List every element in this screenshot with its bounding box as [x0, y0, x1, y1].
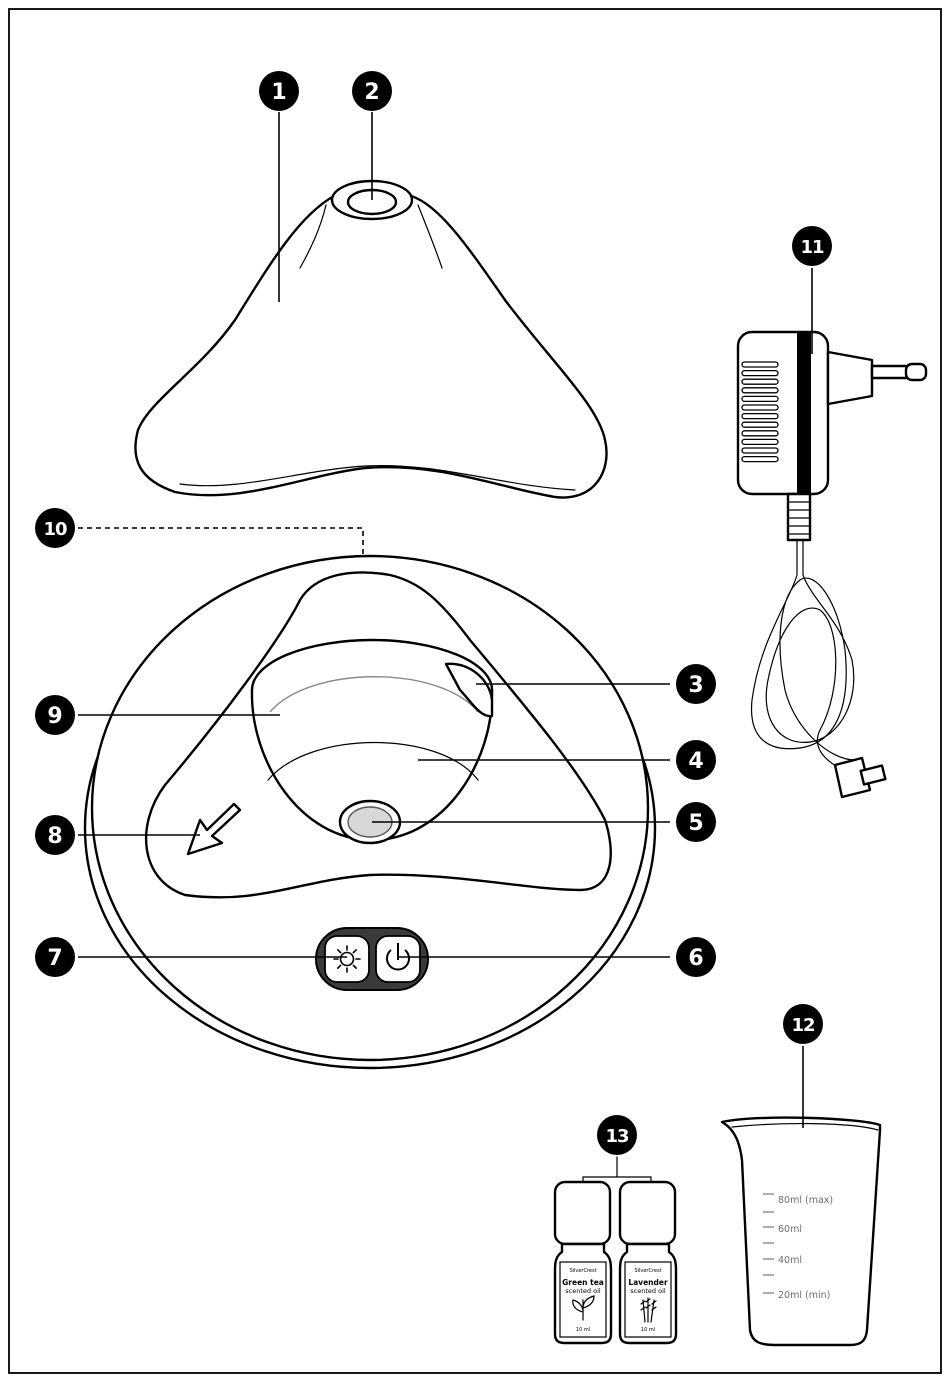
cover-body	[135, 183, 606, 498]
measuring-cup: 80ml (max) 60ml 40ml 20ml (min)	[722, 1118, 880, 1345]
badge-8: 8	[35, 815, 75, 855]
bottle-1-name: Green tea	[562, 1278, 604, 1287]
badge-6: 6	[676, 937, 716, 977]
badge-5: 5	[676, 802, 716, 842]
adapter-band	[797, 332, 811, 494]
adapter-cable	[752, 540, 860, 775]
adapter-pin-tip	[906, 364, 926, 380]
badge-6-text: 6	[688, 946, 703, 971]
adapter-vent-slot	[742, 457, 778, 462]
adapter-vent-slot	[742, 422, 778, 427]
adapter-vent-slot	[742, 396, 778, 401]
cup-label-min: 20ml (min)	[778, 1290, 830, 1301]
badge-10: 10	[35, 508, 75, 548]
badge-2-text: 2	[364, 80, 379, 105]
bottle-2-brand: SilverCrest	[634, 1268, 661, 1274]
adapter-vent-slot	[742, 388, 778, 393]
bottle-green-tea: SilverCrest Green tea scented oil 10 ml	[555, 1182, 611, 1343]
badge-2: 2	[352, 71, 392, 111]
badge-10-text: 10	[43, 519, 67, 540]
badge-9-text: 9	[47, 704, 62, 729]
badge-9: 9	[35, 695, 75, 735]
badge-11-text: 11	[800, 237, 824, 258]
badge-12-text: 12	[791, 1015, 814, 1036]
badge-11: 11	[792, 226, 832, 266]
cup-label-60: 60ml	[778, 1224, 802, 1235]
badge-12: 12	[783, 1004, 823, 1044]
bottle-1-brand: SilverCrest	[569, 1268, 596, 1274]
adapter-vent-slot	[742, 379, 778, 384]
cup-label-max: 80ml (max)	[778, 1195, 833, 1206]
bottle-2-cap	[620, 1182, 675, 1244]
badge-5-text: 5	[688, 811, 703, 836]
bottle-2-volume: 10 ml	[641, 1327, 655, 1333]
badge-13: 13	[597, 1115, 637, 1155]
badge-7: 7	[35, 937, 75, 977]
badge-1-text: 1	[271, 80, 286, 105]
adapter-vent-slot	[742, 448, 778, 453]
badge-8-text: 8	[47, 824, 62, 849]
adapter-vent-slot	[742, 414, 778, 419]
oil-bottles: SilverCrest Green tea scented oil 10 ml …	[555, 1157, 676, 1343]
adapter-strain-relief	[788, 494, 810, 540]
adapter-vent-slot	[742, 362, 778, 367]
power-adapter	[738, 332, 926, 797]
badge-3-text: 3	[688, 673, 703, 698]
adapter-vent-slot	[742, 431, 778, 436]
base-unit	[85, 556, 655, 1068]
badge-4-text: 4	[688, 749, 703, 774]
badge-7-text: 7	[47, 946, 62, 971]
bottle-1-type: scented oil	[565, 1287, 601, 1295]
callout-line-10	[78, 528, 363, 556]
badge-13-text: 13	[605, 1126, 629, 1147]
bottle-2-type: scented oil	[630, 1287, 666, 1295]
badge-3: 3	[676, 664, 716, 704]
adapter-vent-slot	[742, 439, 778, 444]
adapter-vent-slot	[742, 405, 778, 410]
bottle-1-cap	[555, 1182, 610, 1244]
cover	[135, 181, 606, 498]
adapter-vent-slot	[742, 371, 778, 376]
bottle-2-name: Lavender	[628, 1278, 668, 1287]
badge-4: 4	[676, 740, 716, 780]
adapter-plug-base	[828, 352, 872, 404]
bottle-lavender: SilverCrest Lavender scented oil 10 ml	[620, 1182, 676, 1343]
badge-1: 1	[259, 71, 299, 111]
bottle-1-volume: 10 ml	[576, 1327, 590, 1333]
cup-label-40: 40ml	[778, 1255, 802, 1266]
light-button[interactable]	[325, 936, 369, 982]
